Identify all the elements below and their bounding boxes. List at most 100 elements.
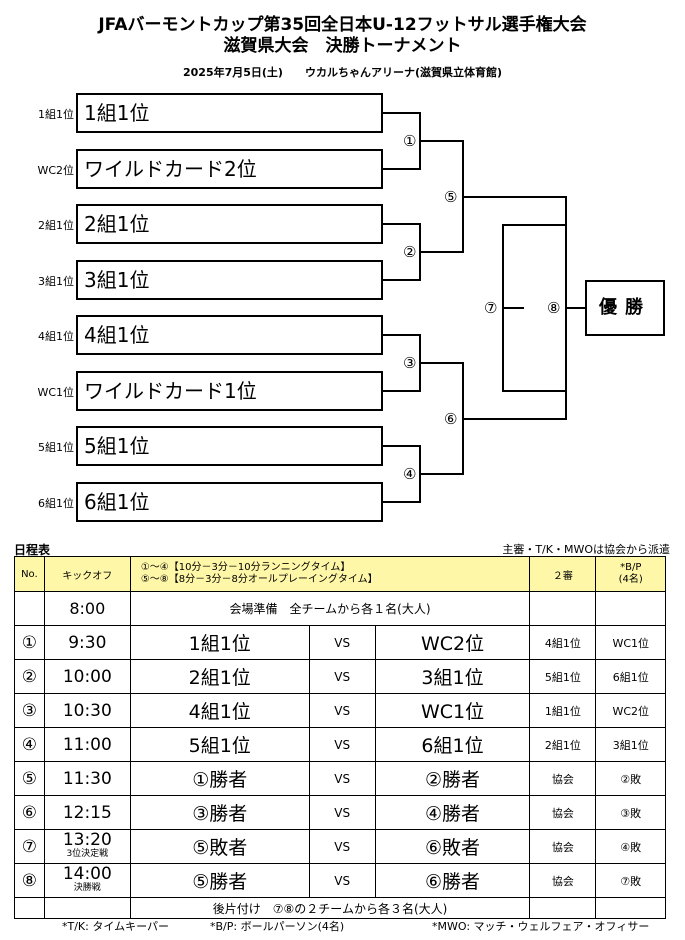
home-team: ③勝者 [129, 795, 310, 830]
seed-label: 2組1位 [38, 219, 74, 232]
header-second-ref: ２審 [529, 556, 597, 592]
versus: VS [308, 829, 376, 864]
kickoff-time-value: 10:00 [62, 666, 112, 687]
versus: VS [308, 761, 376, 796]
footnote-tk: *T/K: タイムキーパー [62, 920, 170, 933]
match-label: ⑥ [444, 410, 458, 428]
kickoff-time: 12:15 [43, 795, 131, 830]
header-kickoff: キックオフ [43, 556, 131, 592]
away-team: ⑥敗者 [374, 829, 531, 864]
second-referee: 協会 [529, 829, 597, 864]
bracket-team: ワイルドカード1位 [76, 371, 383, 411]
away-team: 3組1位 [374, 659, 531, 694]
header-no: No. [14, 556, 45, 592]
kickoff-time-value: 10:30 [62, 700, 112, 721]
versus: VS [308, 693, 376, 728]
second-referee: 協会 [529, 863, 597, 898]
second-referee: 2組1位 [529, 727, 597, 762]
bracket-team: 5組1位 [76, 426, 383, 466]
second-referee: 1組1位 [529, 693, 597, 728]
schedule-header-row: No. キックオフ ①～④【10分－3分－10分ランニングタイム】⑤～⑧【8分－… [14, 556, 666, 592]
second-referee: 4組1位 [529, 625, 597, 660]
home-team: 4組1位 [129, 693, 310, 728]
ball-person: ④敗 [595, 829, 666, 864]
tournament-subtitle: 滋賀県大会 決勝トーナメント [223, 36, 462, 56]
away-team: ⑥勝者 [374, 863, 531, 898]
date-venue: 2025年7月5日(土) ウカルちゃんアリーナ(滋賀県立体育館) [182, 66, 503, 79]
match-number: ③ [14, 693, 45, 728]
match-label: ④ [403, 465, 417, 483]
away-team: 6組1位 [374, 727, 531, 762]
champion-box: 優勝 [585, 280, 665, 336]
prep-row: 8:00 会場準備 全チームから各１名(大人) [14, 591, 666, 626]
kickoff-time-value: 12:15 [62, 802, 112, 823]
versus: VS [308, 659, 376, 694]
second-referee: 協会 [529, 761, 597, 796]
home-team: 1組1位 [129, 625, 310, 660]
ball-person: WC1位 [595, 625, 666, 660]
bracket-team: 4組1位 [76, 315, 383, 355]
schedule-title: 日程表 [14, 543, 51, 557]
ball-person: ③敗 [595, 795, 666, 830]
home-team: 5組1位 [129, 727, 310, 762]
away-team: WC1位 [374, 693, 531, 728]
home-team: 2組1位 [129, 659, 310, 694]
kickoff-time-value: 9:30 [68, 632, 107, 653]
match-stage: 3位決定戦 [66, 848, 109, 859]
match-label: ⑧ [547, 299, 561, 317]
ball-person: ②敗 [595, 761, 666, 796]
home-team: ⑤敗者 [129, 829, 310, 864]
second-referee: 5組1位 [529, 659, 597, 694]
match-number: ⑧ [14, 863, 45, 898]
kickoff-time-value: 11:00 [62, 734, 112, 755]
cleanup-text: 後片付け ⑦⑧の２チームから各３名(大人) [129, 897, 531, 919]
bracket-team: 6組1位 [76, 482, 383, 522]
match-label: ⑦ [484, 299, 498, 317]
versus: VS [308, 863, 376, 898]
match-number: ⑥ [14, 795, 45, 830]
kickoff-time-value: 14:00 [62, 863, 112, 884]
footnote-mwo: *MWO: マッチ・ウェルフェア・オフィサー [432, 920, 650, 933]
kickoff-time-value: 11:30 [62, 768, 112, 789]
match-number: ② [14, 659, 45, 694]
seed-label: 1組1位 [38, 108, 74, 121]
header-format: ①～④【10分－3分－10分ランニングタイム】⑤～⑧【8分－3分－8分オールプレ… [129, 556, 531, 592]
ball-person: 6組1位 [595, 659, 666, 694]
schedule-table: No. キックオフ ①～④【10分－3分－10分ランニングタイム】⑤～⑧【8分－… [14, 556, 666, 919]
match-number: ① [14, 625, 45, 660]
away-team: ②勝者 [374, 761, 531, 796]
match-stage: 決勝戦 [73, 882, 101, 893]
kickoff-time: 10:00 [43, 659, 131, 694]
match-label: ③ [403, 354, 417, 372]
cleanup-row: 後片付け ⑦⑧の２チームから各３名(大人) [14, 897, 666, 919]
versus: VS [308, 795, 376, 830]
match-label: ⑤ [444, 188, 458, 206]
match-number: ⑦ [14, 829, 45, 864]
kickoff-time: 10:30 [43, 693, 131, 728]
ball-person: 3組1位 [595, 727, 666, 762]
versus: VS [308, 727, 376, 762]
seed-label: 3組1位 [38, 275, 74, 288]
home-team: ①勝者 [129, 761, 310, 796]
match-label: ① [403, 132, 417, 150]
footnote-bp: *B/P: ボールパーソン(4名) [210, 920, 345, 933]
home-team: ⑤勝者 [129, 863, 310, 898]
seed-label: 6組1位 [38, 497, 74, 510]
seed-label: 4組1位 [38, 330, 74, 343]
seed-label: WC1位 [37, 386, 74, 399]
kickoff-time: 11:30 [43, 761, 131, 796]
schedule-note: 主審・T/K・MWOは協会から派遣 [502, 543, 670, 556]
seed-label: WC2位 [37, 164, 74, 177]
ball-person: ⑦敗 [595, 863, 666, 898]
bracket-team: 3組1位 [76, 260, 383, 300]
bracket-team: 2組1位 [76, 204, 383, 244]
